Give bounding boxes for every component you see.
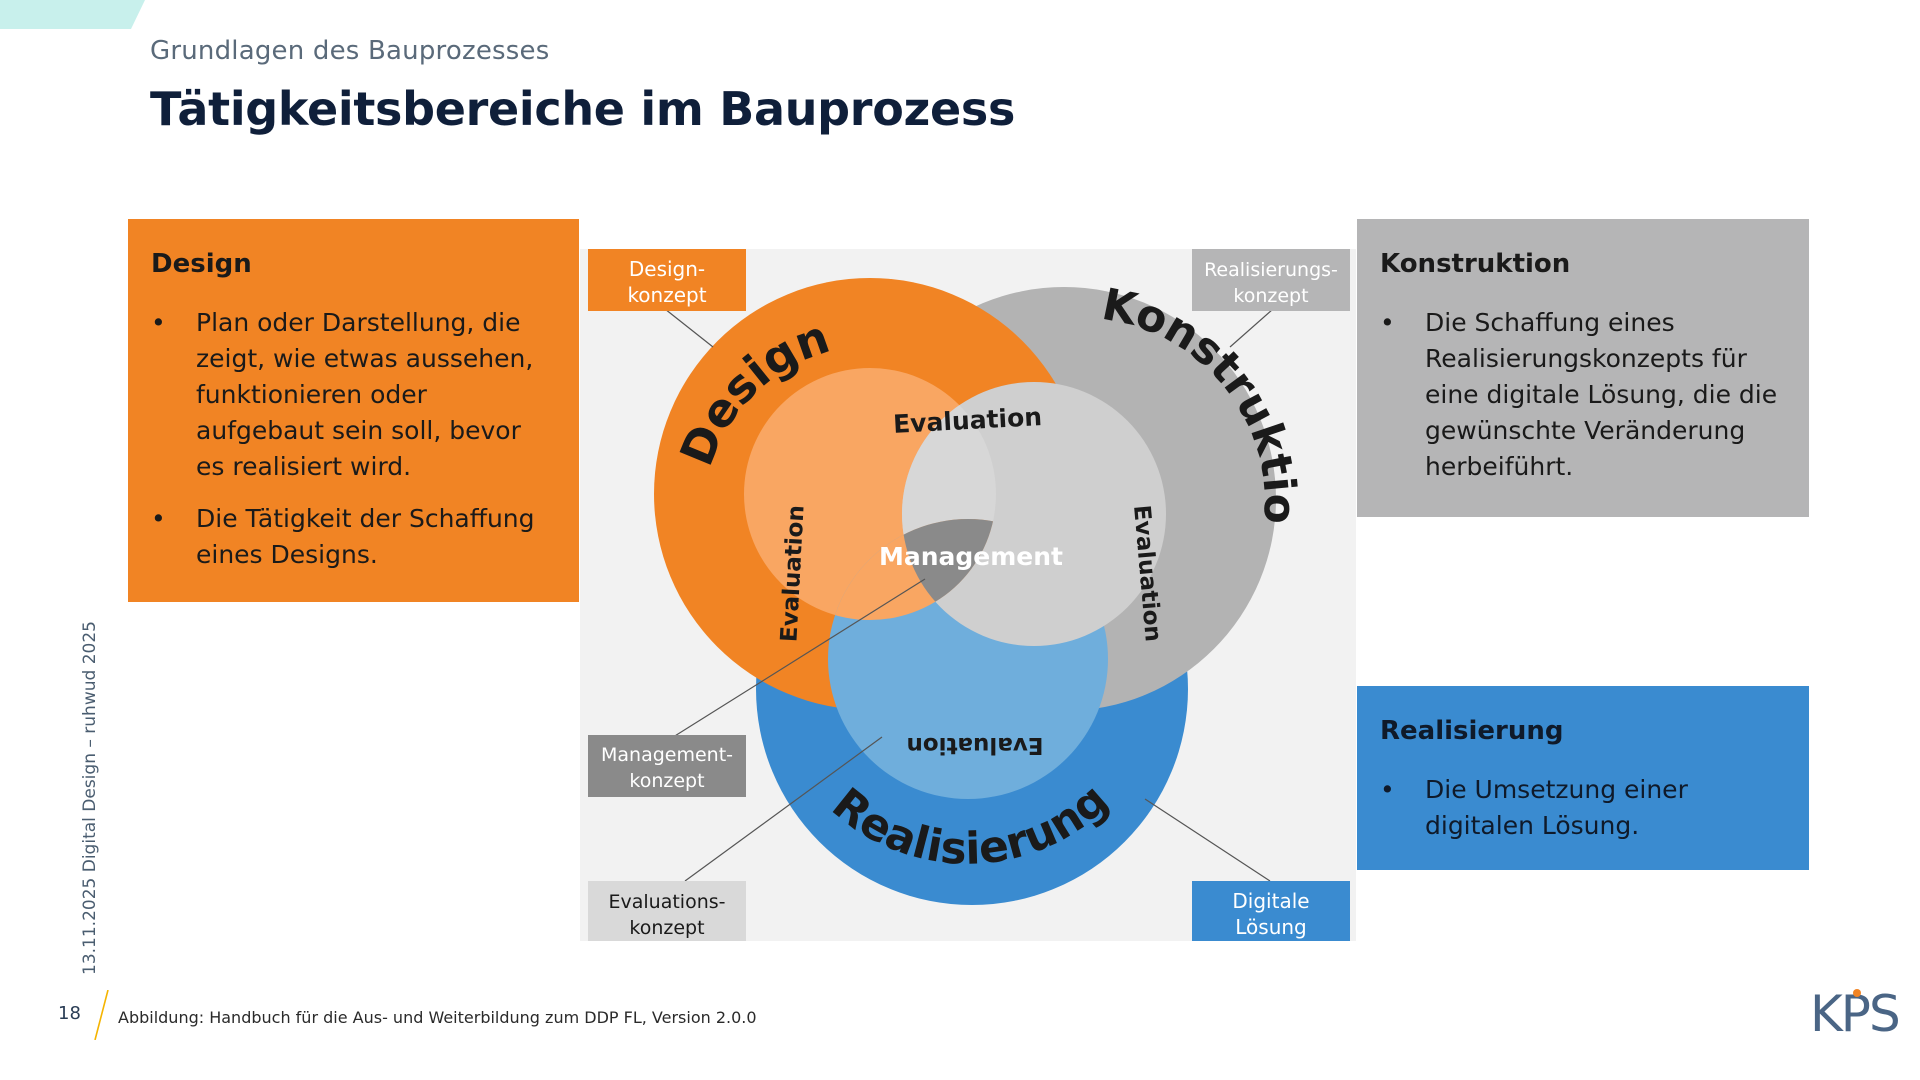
- tag-evaluations-konzept: [588, 881, 746, 941]
- design-bullet: Plan oder Darstellung, die zeigt, wie et…: [151, 305, 555, 485]
- realisierung-bullet-list: Die Umsetzung einer digitalen Lösung.: [1380, 772, 1785, 844]
- design-box: Design Plan oder Darstellung, die zeigt,…: [128, 219, 579, 602]
- leader-line-realisierung: [1229, 308, 1274, 348]
- corner-accent: [0, 0, 145, 29]
- design-heading: Design: [151, 249, 252, 279]
- realisierung-box: Realisierung Die Umsetzung einer digital…: [1357, 686, 1809, 870]
- leader-line-design: [664, 308, 714, 348]
- page-number: 18: [58, 1003, 81, 1024]
- tag-evaluations-konzept-line1: Evaluations-: [608, 891, 725, 913]
- slide-subtitle: Grundlagen des Bauprozesses: [150, 36, 550, 66]
- konstruktion-bullet: Die Schaffung eines Realisierungskonzept…: [1380, 305, 1785, 485]
- tag-digitale-loesung-line2: Lösung: [1235, 915, 1307, 939]
- konstruktion-heading: Konstruktion: [1380, 249, 1571, 279]
- konstruktion-box: Konstruktion Die Schaffung eines Realisi…: [1357, 219, 1809, 517]
- tag-realisierungs-konzept-line1: Realisierungs-: [1204, 259, 1338, 281]
- tag-management-konzept: [588, 735, 746, 797]
- realisierung-heading: Realisierung: [1380, 716, 1564, 746]
- leader-line-evaluation: [684, 736, 883, 882]
- tag-management-konzept-line2: konzept: [629, 770, 704, 792]
- tag-evaluations-konzept-line2: konzept: [629, 917, 704, 939]
- tag-design-konzept-line1: Design-: [629, 257, 705, 281]
- tag-management-konzept-line1: Management-: [601, 744, 733, 766]
- slide-title: Tätigkeitsbereiche im Bauprozess: [150, 82, 1016, 136]
- tag-realisierungs-konzept-line2: konzept: [1233, 285, 1308, 307]
- leader-line-loesung: [1144, 798, 1271, 882]
- tag-realisierungs-konzept: [1192, 249, 1350, 311]
- divider-slash: [94, 990, 109, 1040]
- figure-caption: Abbildung: Handbuch für die Aus- und Wei…: [118, 1008, 757, 1027]
- realisierung-bullet: Die Umsetzung einer digitalen Lösung.: [1380, 772, 1785, 844]
- tag-design-konzept-line2: konzept: [627, 283, 706, 307]
- tag-digitale-loesung: [1192, 881, 1350, 941]
- management-label: Management: [879, 542, 1063, 571]
- kps-logo: KPS: [1810, 985, 1901, 1040]
- tag-design-konzept: [588, 249, 746, 311]
- evaluation-label-bottom: Evaluation: [906, 732, 1043, 758]
- design-bullet-list: Plan oder Darstellung, die zeigt, wie et…: [151, 305, 555, 573]
- leader-line-management: [669, 578, 926, 740]
- tag-digitale-loesung-line1: Digitale: [1232, 889, 1309, 913]
- side-footer-text: 13.11.2025 Digital Design – ruhwud 2025: [80, 621, 100, 975]
- venn-diagram: Design Konstruktion Realisierung Evaluat…: [580, 249, 1356, 941]
- kps-logo-dot: [1853, 989, 1861, 997]
- design-bullet: Die Tätigkeit der Schaffung eines Design…: [151, 501, 555, 573]
- konstruktion-bullet-list: Die Schaffung eines Realisierungskonzept…: [1380, 305, 1785, 485]
